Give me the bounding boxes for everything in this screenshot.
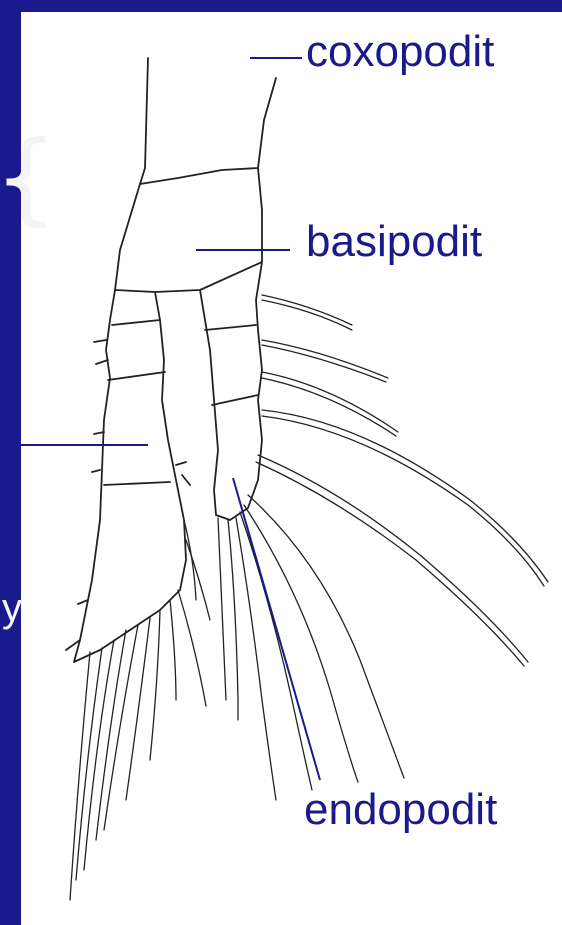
seta [186,540,210,620]
basipodit-segment [115,168,262,292]
seta [262,340,388,378]
coxopodit-segment [140,58,276,184]
seta [178,590,206,706]
exopodit-joint-3 [104,482,170,485]
seta [150,610,160,760]
seta [258,455,528,662]
seta [256,462,524,666]
seta [218,518,226,700]
seta [262,378,396,436]
seta [126,618,150,800]
seta [262,416,544,586]
seta [170,600,176,700]
seta [228,520,238,720]
exopodit-joint-1 [112,320,160,325]
seta [262,295,352,325]
seta [262,300,352,330]
seta [262,410,548,582]
label-endopodit: endopodit [304,788,497,832]
endopodit-joint-1 [205,325,256,330]
endopodit-outline [200,262,262,520]
seta [70,652,90,900]
seta [262,372,398,432]
seta [248,495,404,778]
label-coxopodit: coxopodit [306,30,494,74]
label-basipodit: basipodit [306,220,482,264]
exopodit-outline [74,290,186,662]
exopodit-joint-2 [108,372,165,380]
endopodit-joint-2 [212,395,258,405]
